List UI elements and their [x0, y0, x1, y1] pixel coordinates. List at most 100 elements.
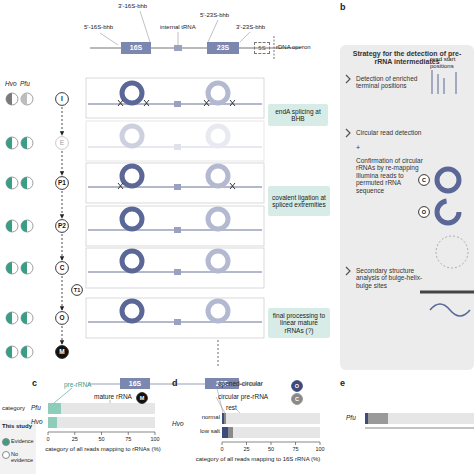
label-text: e: [340, 378, 345, 388]
transition-circle: T1: [71, 284, 83, 296]
node-text: C: [422, 177, 426, 183]
label-text: circular pre-rRNA: [218, 393, 268, 400]
circle-shape: [419, 207, 430, 218]
strategy-panel: Strategy for the detection of pre-rRNA i…: [340, 45, 474, 370]
node-text: C: [60, 264, 65, 271]
label-text: mature rRNA: [94, 393, 132, 400]
category-circle: O: [291, 380, 303, 392]
circle-shape: [292, 394, 303, 405]
step-circle: I: [55, 92, 69, 106]
node-text: covalent ligation at spliced extremities: [270, 194, 328, 208]
strategy-step: Circular read detection: [356, 129, 431, 136]
label-text: internal tRNA: [160, 24, 196, 31]
label-text: rest: [226, 404, 237, 411]
node-text: M: [59, 348, 64, 355]
legend-swatch: [2, 451, 10, 459]
node-text: P1: [58, 179, 66, 186]
mature-rrna-box: 16S: [120, 378, 150, 389]
circle-shape: [56, 346, 69, 359]
circle-shape: [56, 137, 69, 150]
label-text: c: [32, 378, 37, 388]
label-text: This study: [2, 423, 32, 430]
node-text: 16S: [130, 44, 142, 52]
circle-shape: [56, 220, 69, 233]
label-text: Hvo: [5, 80, 17, 87]
node-text: endA splicing at BHB: [270, 108, 326, 122]
node-text: C: [295, 396, 299, 402]
step-arrow: [62, 191, 63, 218]
category-circle: M: [136, 392, 148, 404]
process-box: covalent ligation at spliced extremities: [268, 186, 330, 216]
label-text: 5'-23S-bhb: [200, 12, 229, 19]
label-text: category of all reads mapping to rRNAs (…: [38, 446, 168, 453]
label-text: 75: [124, 436, 132, 442]
circle-shape: [72, 285, 83, 296]
label-text: 25: [71, 436, 79, 442]
circle-shape: [56, 262, 69, 275]
label-text: 25: [243, 446, 251, 452]
label-text: read start positions: [430, 56, 474, 70]
label-text: normal: [184, 414, 220, 421]
rrna-gene-box: 16S: [121, 42, 151, 54]
category-circle: O: [418, 206, 430, 218]
label-text: Hvo: [172, 420, 184, 427]
node-text: E: [60, 139, 64, 146]
label-text: d: [172, 378, 178, 388]
step-circle: C: [55, 261, 69, 275]
label-text: rDNA operon: [276, 44, 311, 51]
node-text: P2: [58, 222, 66, 229]
label-text: 0: [44, 436, 52, 442]
strategy-step: Secondary structure analysis of bulge-he…: [356, 267, 426, 289]
label-text: b: [340, 2, 346, 12]
rrna-gene-box: 23S: [207, 42, 239, 54]
label-text: 0: [218, 446, 226, 452]
label-text: 50: [98, 436, 106, 442]
circle-shape: [56, 93, 69, 106]
node-text: M: [140, 395, 145, 401]
rrna-gene-box: 5S: [254, 42, 270, 54]
node-text: T1: [74, 287, 80, 293]
legend-text: No evidence: [11, 451, 37, 463]
circle-shape: [419, 175, 430, 186]
step-circle: O: [55, 311, 69, 325]
label-text: pre-rRNA: [64, 381, 91, 388]
label-text: 3'-23S-bhb: [236, 24, 265, 31]
strategy-step: +: [356, 144, 376, 152]
label-text: opened-circular: [218, 380, 263, 387]
node-text: 16S: [129, 380, 141, 388]
strategy-step: Confirmation of circular rRNAs by re-map…: [356, 157, 424, 194]
strategy-step: Detection of enriched terminal positions: [356, 75, 426, 90]
step-arrow: [62, 234, 63, 260]
label-text: category of all reads mapping to 16S rRN…: [188, 456, 328, 463]
label-text: 100: [314, 446, 326, 452]
circle-shape: [56, 312, 69, 325]
category-circle: C: [418, 174, 430, 186]
circle-shape: [56, 177, 69, 190]
label-text: category: [2, 405, 25, 412]
step-circle: P1: [55, 176, 69, 190]
label-text: Pfu: [20, 80, 30, 87]
node-text: O: [59, 314, 64, 321]
label-text: low salt: [184, 428, 220, 435]
step-circle: P2: [55, 219, 69, 233]
label-text: Hvo: [31, 418, 43, 425]
label-text: 3'-16S-bhb: [118, 3, 147, 10]
node-text: O: [295, 383, 299, 389]
process-box: final processing to linear mature rRNAs …: [268, 308, 330, 338]
step-arrow: [62, 326, 63, 344]
category-circle: C: [291, 393, 303, 405]
label-text: 75: [292, 446, 300, 452]
node-text: final processing to linear mature rRNAs …: [270, 312, 328, 333]
node-text: 5S: [258, 45, 265, 52]
label-text: Pfu: [346, 414, 356, 421]
node-text: 23S: [217, 44, 229, 52]
label-text: 5'-16S-bhb: [84, 24, 113, 31]
process-box: endA splicing at BHB: [268, 104, 328, 126]
step-arrow: [62, 276, 63, 310]
step-arrow: [62, 151, 63, 175]
label-text: Pfu: [31, 404, 41, 411]
